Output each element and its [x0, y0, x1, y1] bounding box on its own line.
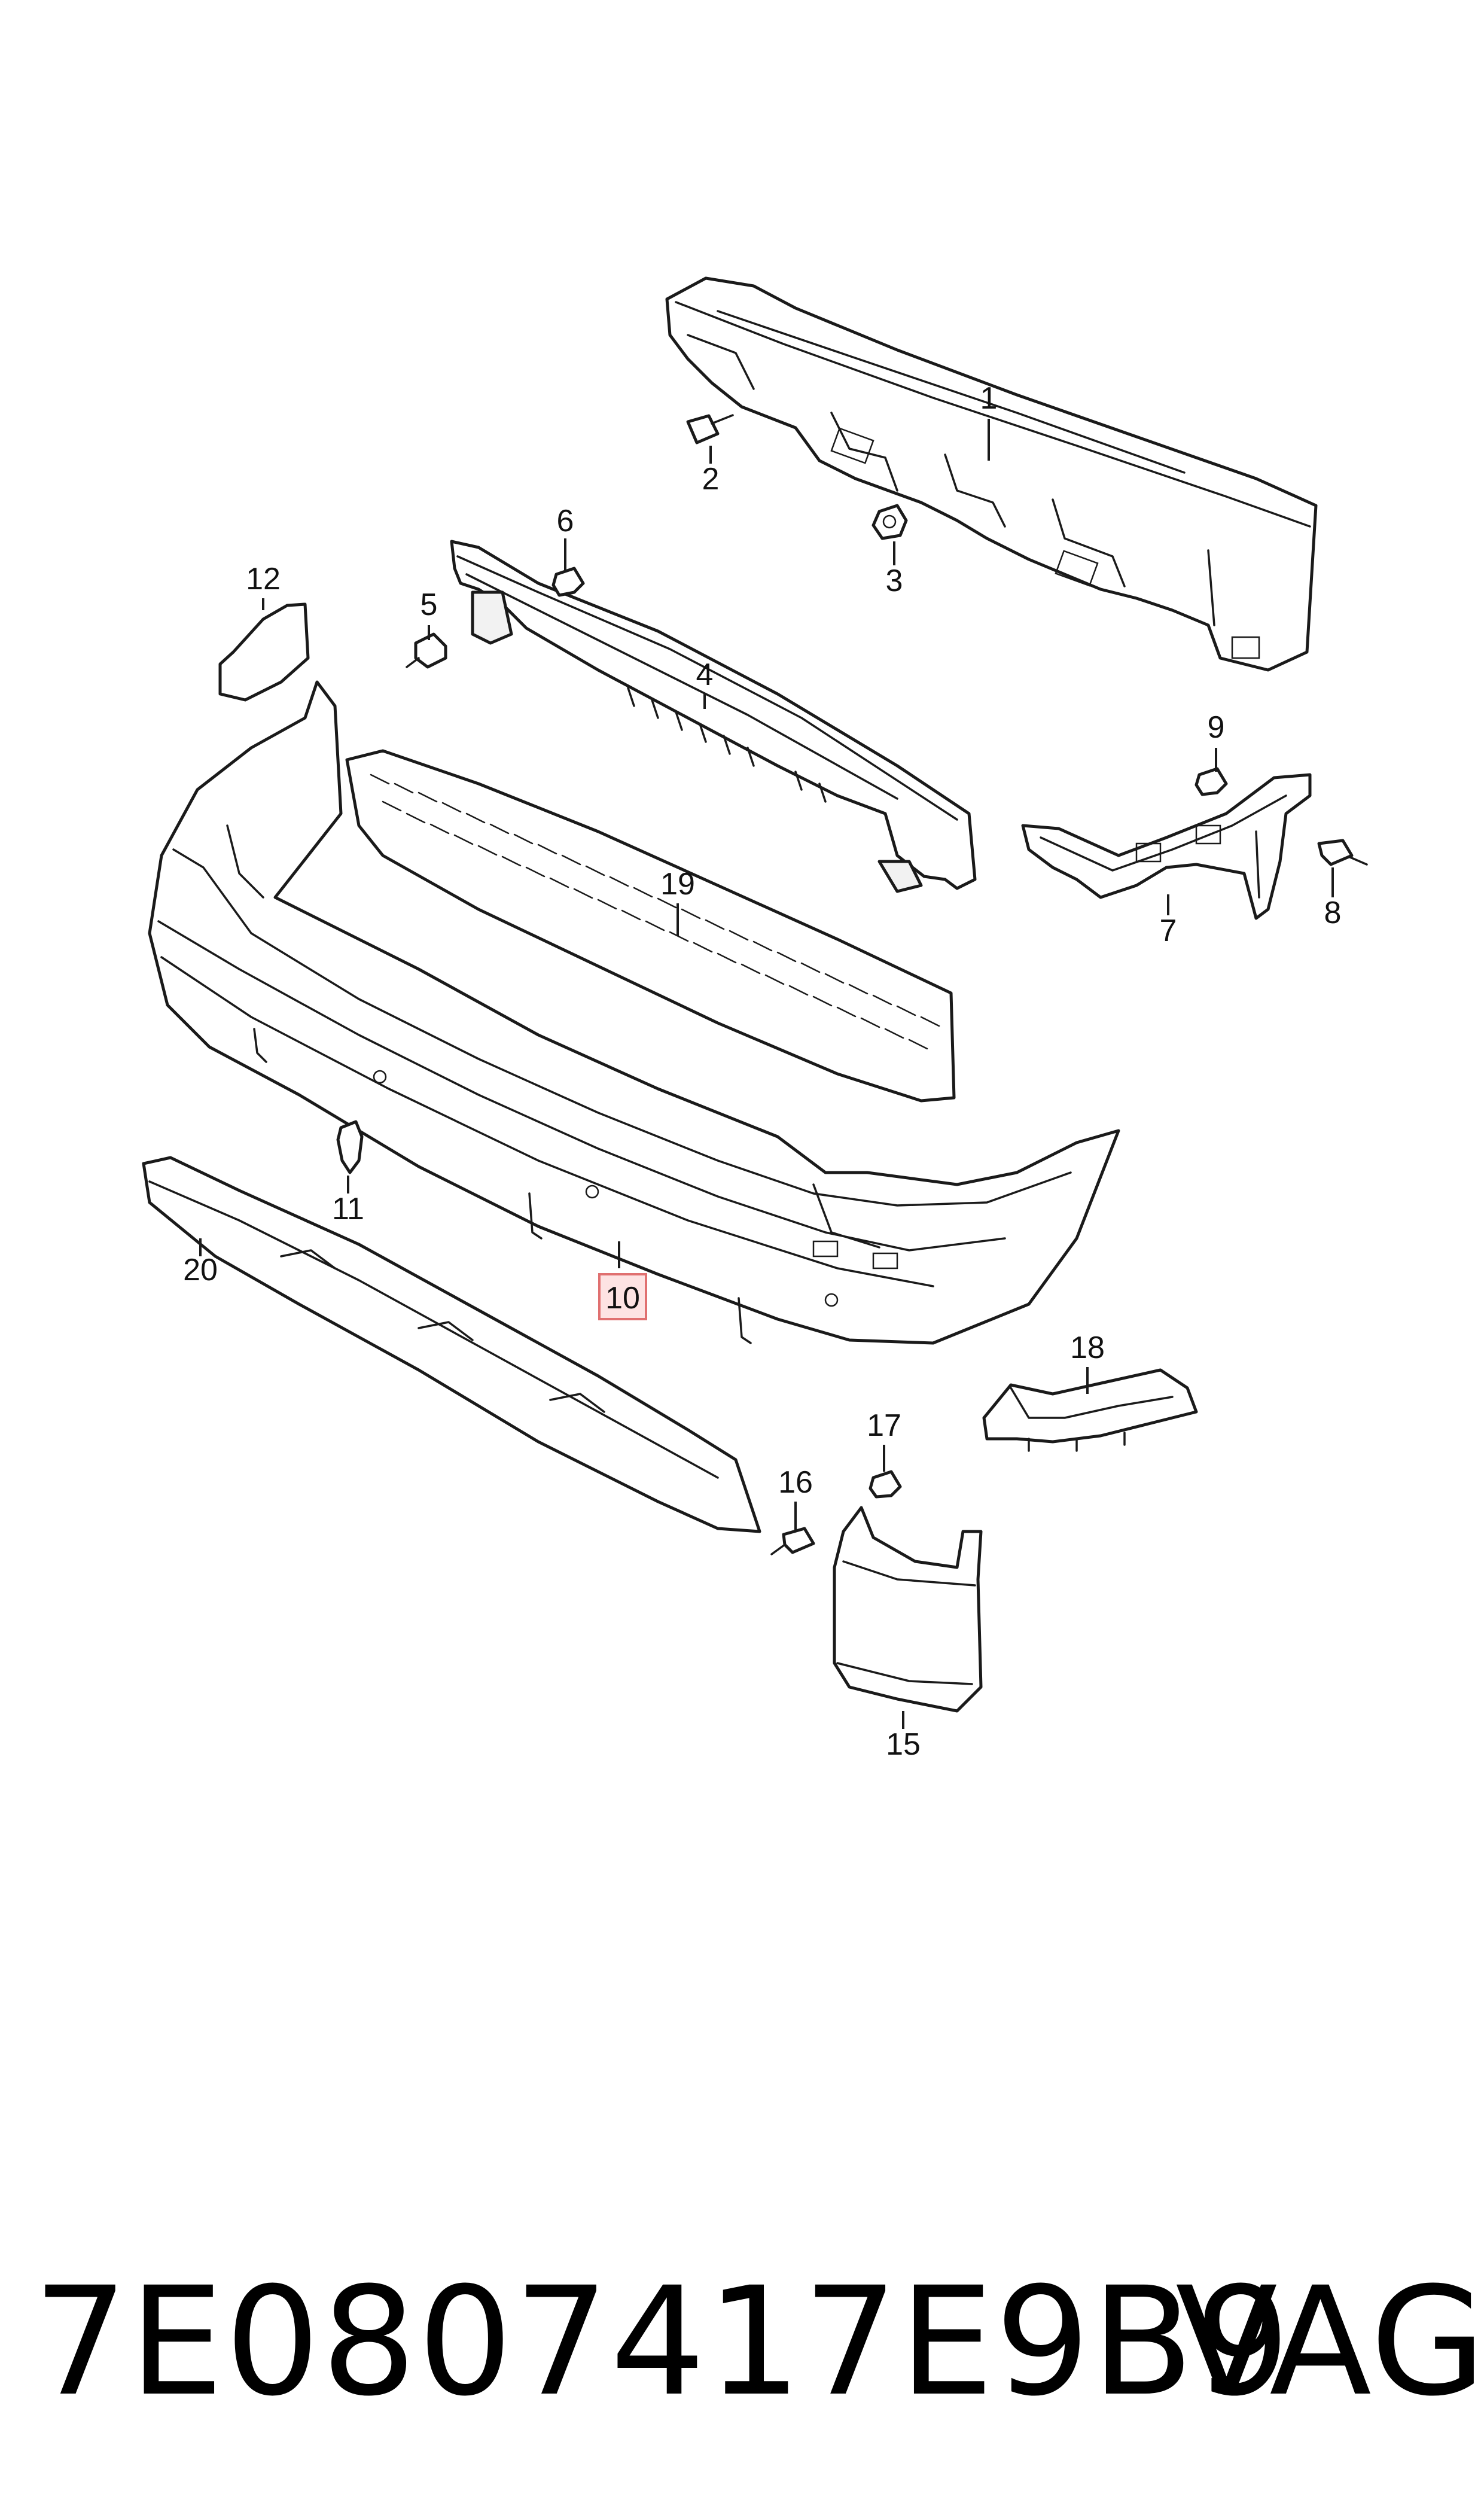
part-2-screw	[686, 414, 734, 444]
callout-8: 8	[1324, 896, 1342, 930]
callout-17: 17	[867, 1408, 901, 1443]
callout-10-highlight	[598, 1273, 647, 1320]
part-20-lower-spoiler	[142, 1156, 761, 1533]
callout-12: 12	[246, 562, 281, 596]
callout-3: 3	[886, 564, 903, 598]
part-3-nut	[871, 504, 908, 540]
brand-label: VAG	[1175, 2255, 1484, 2429]
part-16-screw	[770, 1527, 815, 1555]
part-10-bumper-cover	[148, 680, 1120, 1345]
part-17-clip	[869, 1470, 902, 1499]
part-18-corner-bracket	[982, 1368, 1198, 1452]
leader-lines	[199, 419, 1334, 1729]
part-8-screw	[1317, 839, 1368, 866]
callout-15: 15	[886, 1727, 921, 1762]
callout-4: 4	[696, 657, 714, 692]
part-11-clip	[336, 1120, 364, 1174]
callout-9: 9	[1208, 710, 1225, 745]
callout-5: 5	[420, 587, 438, 622]
callout-7: 7	[1160, 914, 1177, 948]
callout-16: 16	[778, 1465, 813, 1500]
part-4-mounting-rail	[450, 540, 977, 893]
part-7-side-bracket	[1021, 773, 1312, 920]
part-6-clip	[551, 567, 585, 597]
part-19-sill-protector	[345, 749, 956, 1103]
callout-20: 20	[183, 1253, 218, 1287]
callout-18: 18	[1070, 1330, 1105, 1365]
callout-11: 11	[332, 1192, 364, 1226]
part-15-side-trim	[833, 1506, 983, 1713]
part-12-pad	[218, 602, 310, 702]
callout-10: 10	[605, 1281, 640, 1316]
callout-6: 6	[557, 504, 574, 538]
callout-2: 2	[702, 462, 720, 497]
callout-1: 1	[980, 381, 998, 416]
part-9-clip	[1194, 767, 1228, 796]
part-5-clip	[406, 632, 447, 669]
part-number: 7E0807417E9B9	[33, 2255, 1292, 2429]
callout-19: 19	[660, 867, 695, 902]
part-1-bumper-beam	[665, 276, 1318, 672]
